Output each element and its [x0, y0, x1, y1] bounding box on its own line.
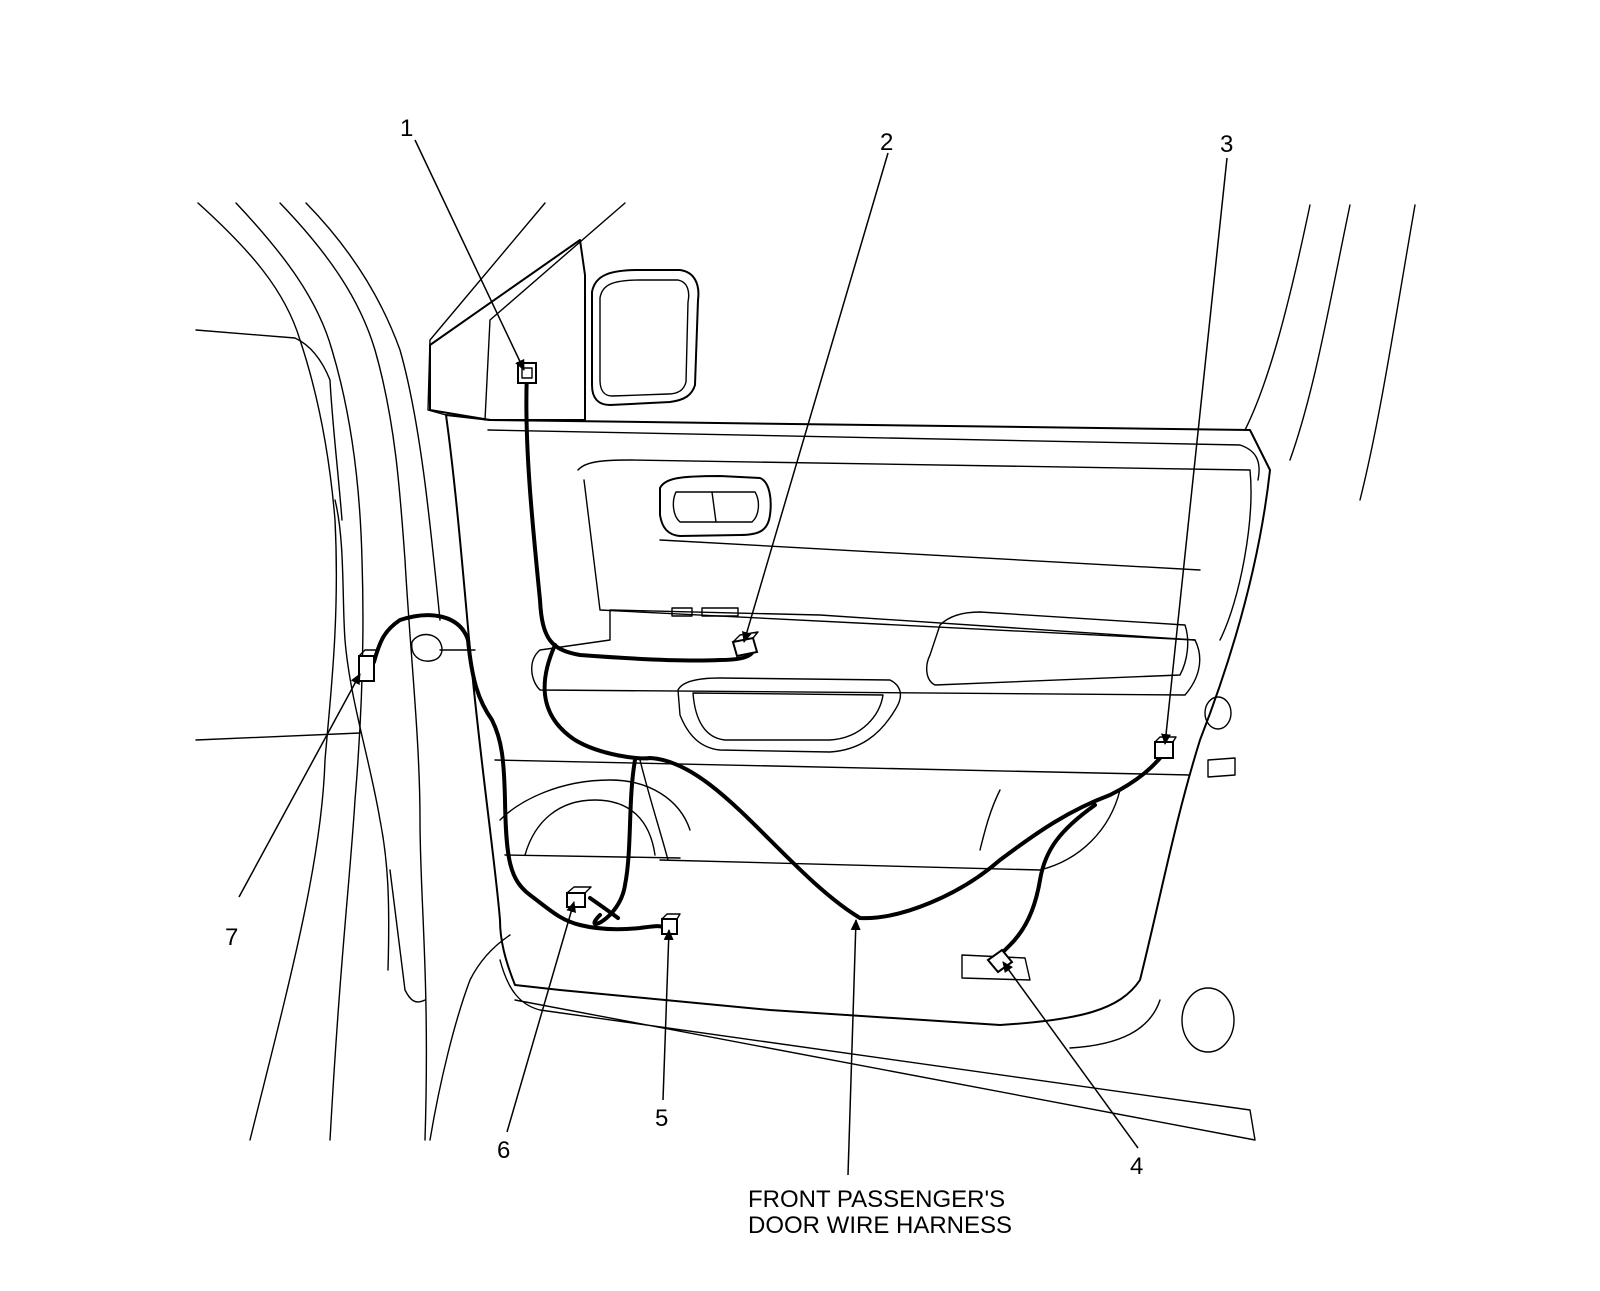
inner-door-handle	[659, 475, 772, 537]
callout-1: 1	[400, 115, 413, 142]
callout-4: 4	[1130, 1153, 1143, 1180]
leader-7	[238, 673, 361, 898]
callout-2: 2	[880, 129, 893, 156]
caption-line-1: FRONT PASSENGER'S	[748, 1186, 1005, 1213]
caption-line-2: DOOR WIRE HARNESS	[748, 1212, 1012, 1239]
connector-7	[358, 649, 379, 682]
callout-labels: 1 2 3 4 5 6 7	[225, 115, 1233, 1180]
side-mirror	[429, 239, 700, 421]
leader-3	[1161, 157, 1228, 745]
leader-6	[506, 901, 577, 1133]
a-pillar-body-outline	[195, 202, 511, 1141]
harness-caption: FRONT PASSENGER'S DOOR WIRE HARNESS	[748, 1186, 1012, 1239]
connector-1	[517, 362, 537, 384]
callout-7: 7	[225, 924, 238, 951]
connector-5	[661, 913, 681, 935]
power-window-switch	[671, 607, 739, 617]
callout-3: 3	[1220, 131, 1233, 158]
leader-2	[742, 152, 889, 643]
leader-harness	[847, 919, 861, 1176]
leader-1	[414, 139, 525, 371]
window-frame	[427, 202, 1416, 501]
leader-4	[1002, 961, 1139, 1149]
door-trim	[494, 459, 1252, 871]
callout-5: 5	[655, 1105, 668, 1132]
body-holes	[1181, 696, 1236, 1053]
door-panel-outline	[445, 414, 1271, 1141]
door-wire-harness	[372, 371, 1167, 957]
callout-6: 6	[497, 1137, 510, 1164]
leader-5	[662, 929, 674, 1101]
connector-6	[566, 886, 592, 908]
leader-lines	[238, 139, 1228, 1176]
